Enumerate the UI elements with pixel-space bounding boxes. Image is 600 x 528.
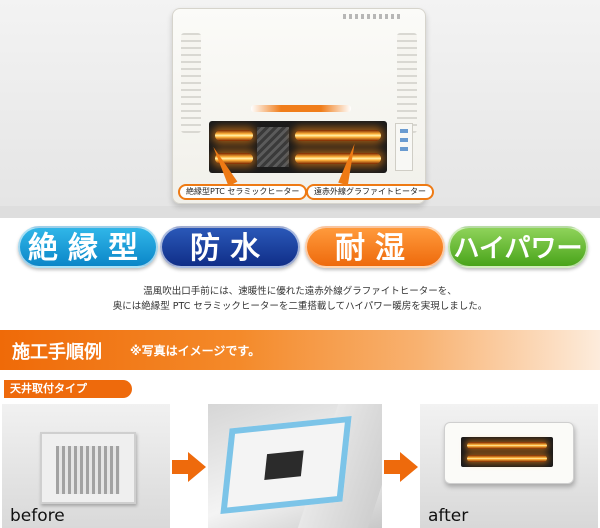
- step-after-photo: after: [420, 404, 598, 528]
- unit-label-dots: [343, 14, 403, 19]
- callout-graphite-heater: 遠赤外線グラファイトヒーター: [306, 184, 434, 200]
- left-vent: [181, 33, 201, 133]
- heater-unit: [172, 8, 426, 204]
- procedure-header: 施工手順例 ※写真はイメージです。: [0, 330, 600, 370]
- control-panel: [395, 123, 413, 171]
- badge-high-power: ハイパワー: [448, 226, 588, 268]
- feature-description: 温風吹出口手前には、速暖性に優れた遠赤外線グラファイトヒーターを、 奥には絶縁型…: [0, 284, 600, 314]
- installed-heater-window: [461, 437, 553, 467]
- product-photo: 絶縁型PTC セラミックヒーター 遠赤外線グラファイトヒーター: [0, 0, 600, 218]
- ceiling-opening-board: [220, 415, 352, 515]
- ceramic-heater: [257, 127, 289, 167]
- description-line: 奥には絶縁型 PTC セラミックヒーターを二重搭載してハイパワー暖房を実現しまし…: [112, 301, 488, 312]
- brand-strip: [251, 105, 351, 112]
- procedure-title: 施工手順例: [12, 342, 102, 363]
- ceiling-mount-type-label: 天井取付タイプ: [4, 380, 132, 398]
- badge-insulated: 絶縁型: [18, 226, 158, 268]
- heater-tube: [295, 130, 381, 141]
- ceiling-opening: [264, 450, 304, 481]
- description-line: 温風吹出口手前には、速暖性に優れた遠赤外線グラファイトヒーターを、: [143, 286, 457, 297]
- right-arrow-icon: [384, 452, 418, 482]
- badge-humidity-resistant: 耐湿: [305, 226, 445, 268]
- old-vent-grille: [40, 432, 136, 504]
- heater-tube: [215, 153, 253, 164]
- heater-tube: [295, 153, 381, 164]
- heater-element-window: [209, 121, 387, 173]
- installed-heater-unit: [444, 422, 574, 484]
- step-caption-before: before: [10, 506, 65, 526]
- feature-badges: 絶縁型 防水 耐湿 ハイパワー: [0, 222, 600, 274]
- right-arrow-icon: [172, 452, 206, 482]
- image-note: ※写真はイメージです。: [130, 344, 261, 358]
- badge-waterproof: 防水: [160, 226, 300, 268]
- photo-shadow: [0, 206, 600, 218]
- step-install-photo: [208, 404, 382, 528]
- grille-mesh: [56, 446, 120, 494]
- right-vent: [397, 33, 417, 133]
- step-caption-after: after: [428, 506, 469, 526]
- callout-ptc-heater: 絶縁型PTC セラミックヒーター: [178, 184, 308, 200]
- step-before-photo: before: [2, 404, 170, 528]
- heater-tube: [215, 130, 253, 141]
